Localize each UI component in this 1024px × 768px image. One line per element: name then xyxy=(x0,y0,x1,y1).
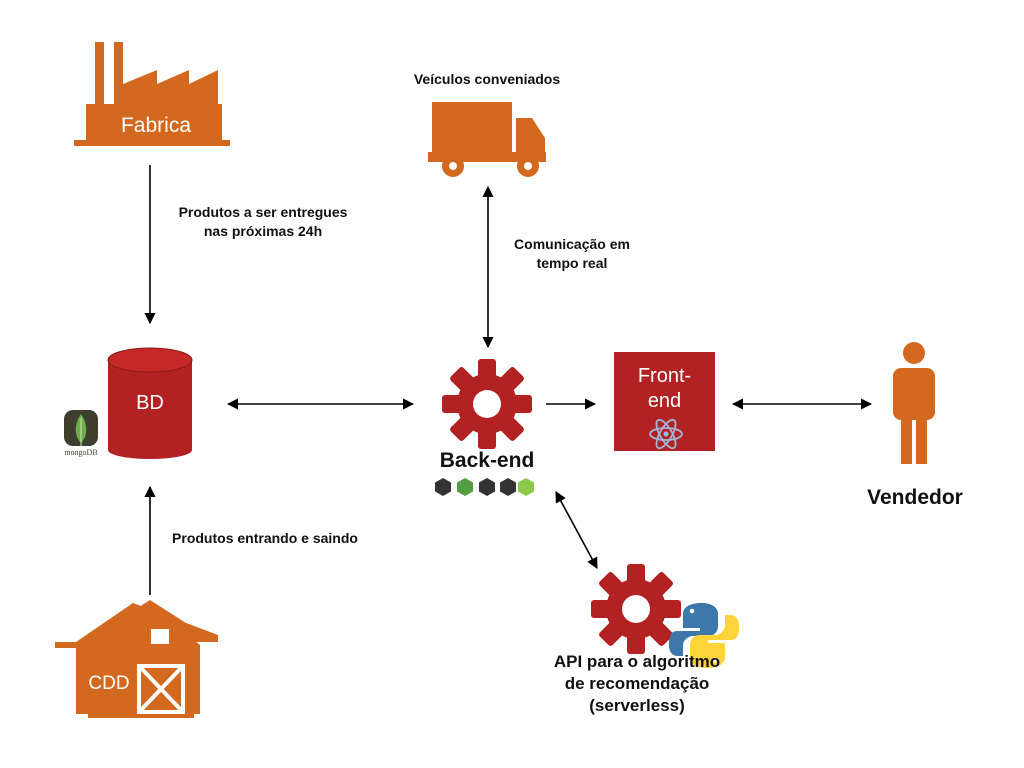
warehouse-barn-icon xyxy=(55,600,218,718)
python-logo-icon xyxy=(669,603,739,668)
backend-label: Back-end xyxy=(439,449,535,472)
arrow-backend-api xyxy=(555,491,598,569)
edge-label-backend-vehicles-line1: Comunicação em xyxy=(514,236,630,252)
edge-label-cdd-db: Produtos entrando e saindo xyxy=(172,530,358,546)
person-icon xyxy=(893,342,935,464)
react-logo-icon xyxy=(649,418,683,450)
mongodb-logo-text: mongoDB xyxy=(64,448,98,457)
cdd-label: CDD xyxy=(88,673,130,694)
database-cylinder-icon xyxy=(107,347,193,459)
nodejs-logo-icon xyxy=(435,478,534,496)
frontend-label-line1: Front- xyxy=(637,365,692,387)
edge-label-backend-vehicles-line2: tempo real xyxy=(536,254,608,271)
factory-icon xyxy=(74,42,230,146)
vehicles-label: Veículos conveniados xyxy=(413,71,561,87)
mongodb-logo-icon xyxy=(64,410,98,446)
api-gear-icon xyxy=(591,564,681,654)
factory-label: Fabrica xyxy=(120,114,192,137)
api-label: API para o algoritmo de recomendação (se… xyxy=(514,651,760,717)
edge-label-factory-db-line1: Produtos a ser entregues xyxy=(178,204,348,220)
frontend-label-line2: end xyxy=(647,390,682,412)
edge-label-backend-vehicles: Comunicação em tempo real xyxy=(498,235,646,273)
edge-label-factory-db-line2: nas próximas 24h xyxy=(203,222,323,239)
seller-label: Vendedor xyxy=(867,486,963,509)
api-label-line2: de recomendação xyxy=(564,674,710,694)
api-label-line3: (serverless) xyxy=(589,696,685,716)
frontend-label: Front- end xyxy=(614,364,715,414)
api-label-line1: API para o algoritmo xyxy=(553,652,721,671)
edge-label-factory-db: Produtos a ser entregues nas próximas 24… xyxy=(150,203,376,241)
truck-icon xyxy=(428,102,546,177)
database-label: BD xyxy=(136,392,164,414)
backend-gear-icon xyxy=(442,359,532,449)
